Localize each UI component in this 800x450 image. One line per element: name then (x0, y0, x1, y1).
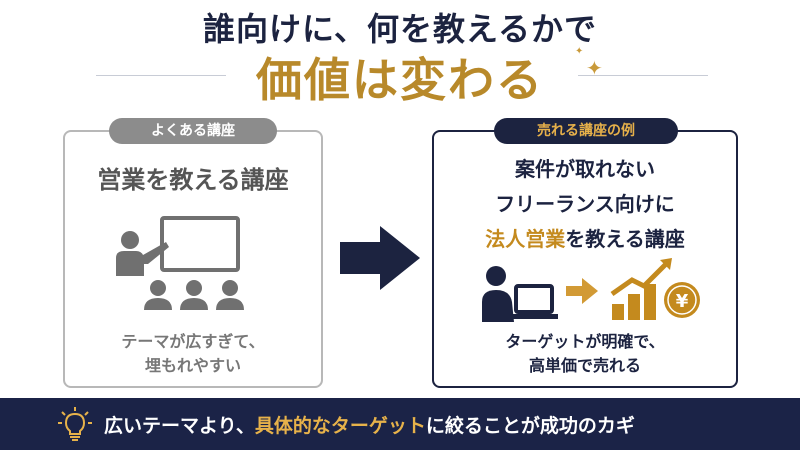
selling-course-title: 案件が取れない フリーランス向けに 法人営業を教える講座 (432, 152, 738, 257)
title-divider-right (578, 75, 708, 76)
footer-part1: 広いテーマより、 (104, 415, 255, 437)
title-row: 価値は変わる ✦ ✦ (0, 44, 800, 107)
footer-banner: 広いテーマより、具体的なターゲットに絞ることが成功のカギ (0, 398, 800, 450)
yen-symbol: ¥ (676, 291, 689, 312)
selling-course-tag: 売れる講座の例 (494, 118, 678, 144)
title-divider-left (96, 75, 226, 76)
footer-part2: に絞ることが成功のカギ (425, 415, 635, 437)
selling-course-line2: フリーランス向けに (495, 192, 675, 216)
sparkle-small-icon: ✦ (575, 46, 584, 57)
selling-course-caption: ターゲットが明確で、 高単価で売れる (432, 330, 738, 378)
common-course-caption-line2: 埋もれやすい (144, 356, 241, 375)
sparkle-icon: ✦ (586, 56, 603, 80)
common-course-tag: よくある講座 (109, 118, 277, 144)
common-course-caption: テーマが広すぎて、 埋もれやすい (63, 330, 323, 378)
selling-course-caption-line1: ターゲットが明確で、 (505, 332, 665, 351)
right-arrow-icon (340, 226, 420, 290)
teacher-lecture-icon (116, 216, 244, 310)
selling-course-line3: 法人営業を教える講座 (432, 222, 738, 257)
selling-course-line3-rest: を教える講座 (565, 227, 685, 251)
selling-course-caption-line2: 高単価で売れる (528, 356, 641, 375)
title-line-1: 誰向けに、何を教えるかで (202, 10, 598, 48)
lightbulb-icon (58, 407, 92, 441)
footer-highlight: 具体的なターゲット (254, 415, 426, 437)
footer-message: 広いテーマより、具体的なターゲットに絞ることが成功のカギ (104, 411, 635, 438)
selling-course-line1: 案件が取れない (515, 157, 655, 181)
common-course-caption-line1: テーマが広すぎて、 (121, 332, 265, 351)
small-arrow-icon (566, 278, 598, 304)
freelancer-laptop-icon (482, 266, 558, 322)
growth-chart-icon: ¥ (610, 258, 700, 320)
common-course-title: 営業を教える講座 (97, 166, 289, 194)
title-line-2: 価値は変わる (256, 53, 544, 107)
highlight-corporate-sales: 法人営業 (485, 227, 566, 251)
